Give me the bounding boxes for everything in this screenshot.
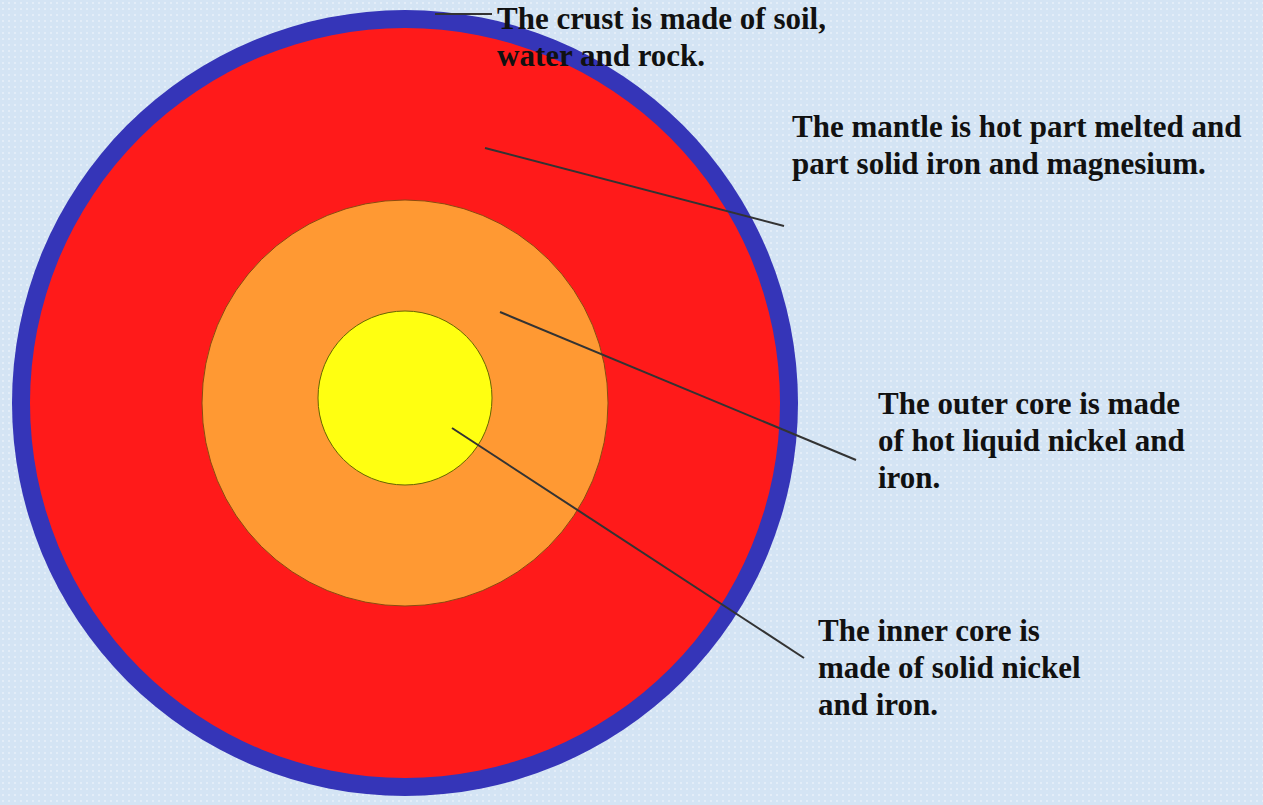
layer-label: The inner core is made of solid nickel a…	[818, 612, 1108, 723]
inner-core-layer	[318, 311, 492, 485]
leader-line	[452, 428, 804, 658]
layer-label: The outer core is made of hot liquid nic…	[878, 385, 1208, 496]
layer-label: The mantle is hot part melted and part s…	[792, 108, 1247, 182]
crust-layer	[12, 10, 798, 796]
leader-line	[500, 312, 856, 460]
mantle-layer	[30, 28, 780, 778]
leader-line	[435, 13, 492, 15]
layer-label: The crust is made of soil, water and roc…	[497, 0, 897, 74]
leader-line	[485, 148, 784, 226]
outer-core-layer	[202, 200, 608, 606]
